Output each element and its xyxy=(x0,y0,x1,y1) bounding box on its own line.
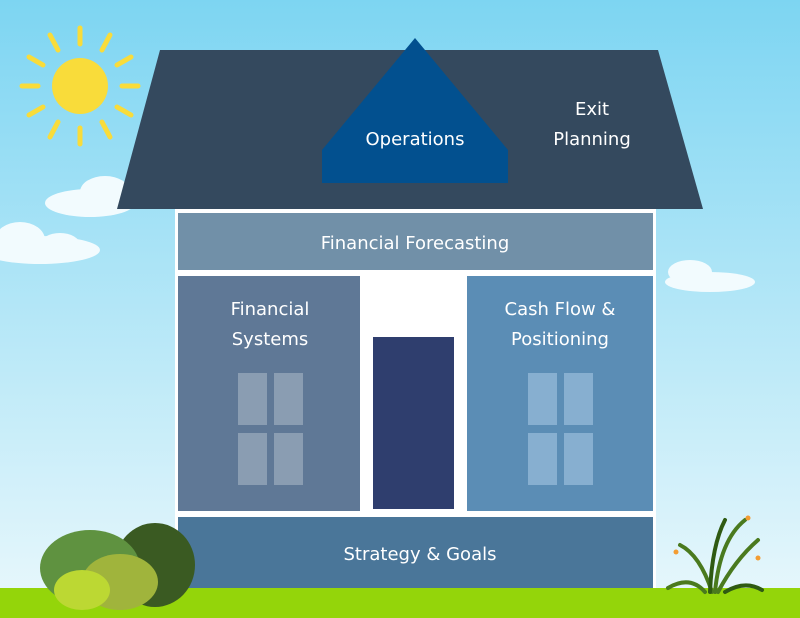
clouds xyxy=(0,176,755,292)
grass-plant-icon xyxy=(666,515,764,594)
window-left xyxy=(238,373,303,485)
strategy-goals-label: Strategy & Goals xyxy=(344,544,497,565)
door xyxy=(373,337,454,509)
financial-systems-room xyxy=(178,276,360,511)
exit-planning-label-line1: Exit xyxy=(575,99,609,120)
sun-icon xyxy=(19,25,141,147)
financial-systems-label-line1: Financial xyxy=(231,299,310,320)
strategy-goals-section xyxy=(178,517,653,589)
exit-planning-label-line2: Planning xyxy=(553,129,631,150)
operations-section xyxy=(322,38,508,183)
financial-forecasting-section xyxy=(178,213,653,270)
bush-icon xyxy=(40,523,195,610)
cash-flow-room xyxy=(467,276,653,511)
cash-flow-label-line2: Positioning xyxy=(511,329,609,350)
operations-label: Operations xyxy=(366,129,465,150)
financial-forecasting-label: Financial Forecasting xyxy=(321,233,510,254)
window-right xyxy=(528,373,593,485)
financial-systems-label-line2: Systems xyxy=(232,329,309,350)
cash-flow-label-line1: Cash Flow & xyxy=(505,299,616,320)
